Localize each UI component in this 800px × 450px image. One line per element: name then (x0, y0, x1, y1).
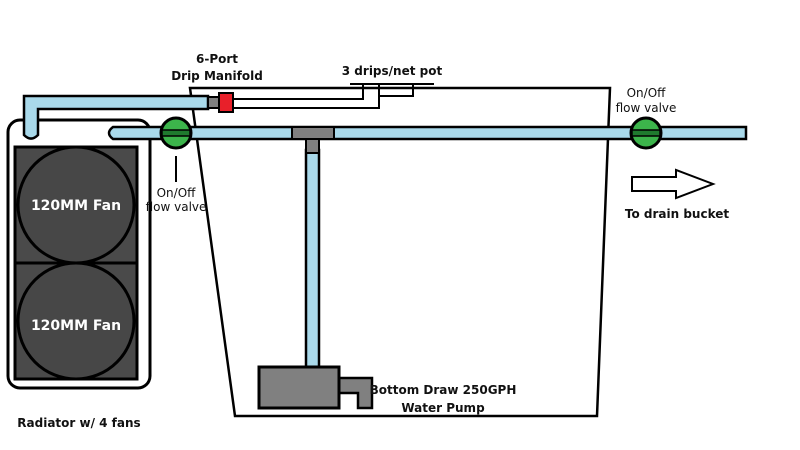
drip-lines (233, 83, 434, 109)
manifold-fitting (207, 96, 220, 109)
valve-right[interactable] (629, 116, 663, 150)
radiator-label: Radiator w/ 4 fans (17, 416, 140, 430)
pump-label-line1: Bottom Draw 250GPH (370, 383, 517, 397)
drain-arrow-icon (631, 168, 716, 200)
tee-fitting (291, 126, 335, 140)
water-pump (257, 365, 341, 410)
valve-right-label-line2: flow valve (616, 101, 677, 115)
valve-left-label-line2: flow valve (146, 200, 207, 214)
valve-left[interactable] (159, 116, 193, 182)
drips-label: 3 drips/net pot (342, 64, 443, 78)
drain-label: To drain bucket (625, 207, 729, 221)
riser-pipe (304, 148, 321, 370)
pump-label-line2: Water Pump (401, 401, 485, 415)
valve-left-label-line1: On/Off (157, 186, 197, 200)
tee-stem (305, 138, 320, 154)
fan-bottom-label: 120MM Fan (31, 318, 121, 334)
manifold-label-line1: 6-Port (196, 52, 238, 66)
fan-top-label: 120MM Fan (31, 198, 121, 214)
drip-manifold (218, 92, 234, 113)
reservoir-tank (188, 86, 612, 418)
valve-right-label-line1: On/Off (627, 86, 667, 100)
fan-bottom (16, 261, 136, 381)
manifold-label-line2: Drip Manifold (171, 69, 263, 83)
